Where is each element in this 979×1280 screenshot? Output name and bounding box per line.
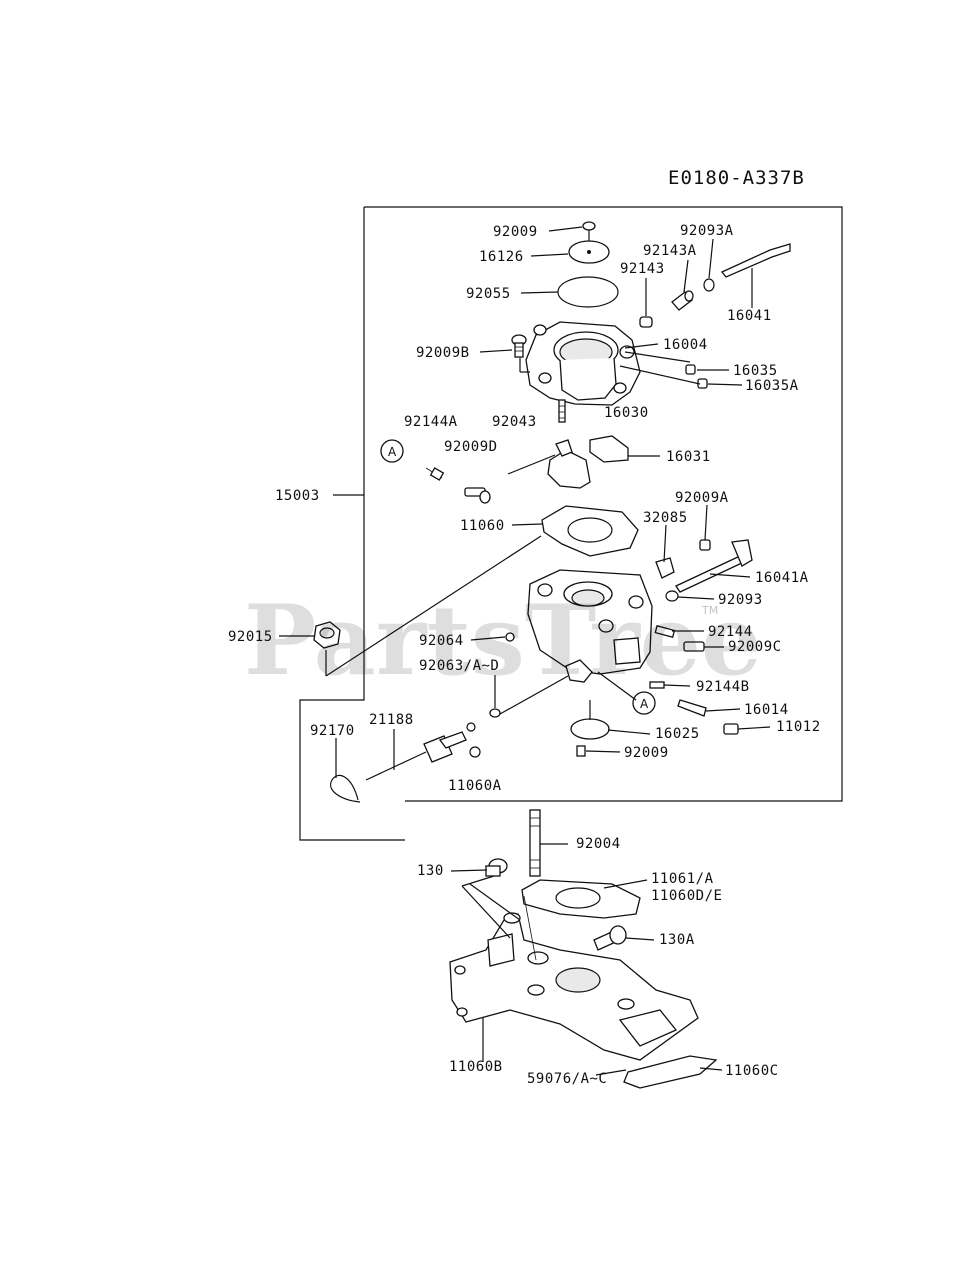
label-92093A[interactable]: 92093A [680,223,734,239]
washer-92093A[interactable] [703,278,715,292]
label-92015[interactable]: 92015 [228,629,273,645]
valve-16014[interactable] [677,699,707,717]
label-16004[interactable]: 16004 [663,337,708,353]
part-labels: 92009 16126 92055 92093A 92143A 92143 16… [228,223,821,1087]
label-16035A[interactable]: 16035A [745,378,799,394]
nut-92015[interactable] [313,621,341,649]
label-92009-top[interactable]: 92009 [493,224,538,240]
label-16126[interactable]: 16126 [479,249,524,265]
gasket-11061[interactable] [521,879,641,919]
watermark-text: PartsTree [244,584,762,697]
label-11060A[interactable]: 11060A [448,778,502,794]
gasket-11060[interactable] [541,505,639,557]
label-130A[interactable]: 130A [659,932,695,948]
label-92004[interactable]: 92004 [576,836,621,852]
label-92009A[interactable]: 92009A [675,490,729,506]
connector-11012[interactable] [723,723,739,735]
callout-a-bottom-letter: A [640,697,649,711]
label-16025[interactable]: 16025 [655,726,700,742]
callout-a-top: A [380,439,404,463]
bolt-92009B[interactable] [511,334,527,358]
label-11061[interactable]: 11061/A [651,871,714,887]
carburetor-body-15003[interactable] [527,569,653,683]
diagram-code: E0180-A337B [668,167,805,189]
watermark: PartsTree TM [244,584,762,697]
label-11012[interactable]: 11012 [776,719,821,735]
screw-92144[interactable] [654,624,676,638]
label-11060B[interactable]: 11060B [449,1059,503,1075]
label-92009D[interactable]: 92009D [444,439,498,455]
label-92009-bottom[interactable]: 92009 [624,745,669,761]
label-92143A[interactable]: 92143A [643,243,697,259]
label-15003[interactable]: 15003 [275,488,320,504]
screw-92009-bottom[interactable] [576,745,586,757]
label-16014[interactable]: 16014 [744,702,789,718]
label-11060C[interactable]: 11060C [725,1063,779,1079]
label-16041[interactable]: 16041 [727,308,772,324]
plate-16025[interactable] [570,718,610,740]
bolt-92009D[interactable] [464,487,491,504]
label-92144[interactable]: 92144 [708,624,753,640]
seal-92064[interactable] [505,632,515,642]
shaft-16041[interactable] [720,243,791,278]
label-92144B[interactable]: 92144B [696,679,750,695]
lever-16031[interactable] [547,435,629,489]
bolt-130A[interactable] [593,925,627,951]
label-11060DE[interactable]: 11060D/E [651,888,722,904]
screw-92144A[interactable] [425,467,445,481]
pin-92143A[interactable] [671,290,694,311]
leader-lines [279,226,771,1076]
screw-92009-top[interactable] [582,221,596,242]
label-16035[interactable]: 16035 [733,363,778,379]
callout-a-top-letter: A [388,445,397,459]
watermark-tm: TM [701,604,718,617]
label-59076[interactable]: 59076/A~C [527,1071,607,1087]
bolt-130[interactable] [485,858,508,877]
label-130[interactable]: 130 [417,863,444,879]
washer-92093[interactable] [665,590,679,602]
stud-92004[interactable] [529,809,541,877]
label-92043[interactable]: 92043 [492,414,537,430]
label-32085[interactable]: 32085 [643,510,688,526]
plate-16126[interactable] [568,240,610,264]
label-92055[interactable]: 92055 [466,286,511,302]
throttle-body-16004[interactable] [525,321,641,406]
clamp-92170[interactable] [330,774,361,803]
label-11060[interactable]: 11060 [460,518,505,534]
solenoid-21188[interactable] [365,722,481,781]
label-92143[interactable]: 92143 [620,261,665,277]
needle-92043[interactable] [507,454,556,475]
label-92009C[interactable]: 92009C [728,639,782,655]
collar-92143[interactable] [639,316,653,328]
o-ring-92055[interactable] [557,276,619,308]
assembly-frame [299,206,843,841]
label-16031[interactable]: 16031 [666,449,711,465]
gasket-11060C[interactable] [623,1055,718,1089]
spring-92043[interactable] [558,399,566,423]
label-16041A[interactable]: 16041A [755,570,809,586]
label-92064[interactable]: 92064 [419,633,464,649]
clip-32085[interactable] [655,557,675,579]
label-92093[interactable]: 92093 [718,592,763,608]
label-92009B[interactable]: 92009B [416,345,470,361]
manifold-11060B[interactable] [449,912,699,1061]
label-21188[interactable]: 21188 [369,712,414,728]
plug-16035[interactable] [685,364,696,375]
label-92063[interactable]: 92063/A~D [419,658,499,674]
label-92170[interactable]: 92170 [310,723,355,739]
plug-92063[interactable] [489,708,501,718]
label-92144A[interactable]: 92144A [404,414,458,430]
label-16030[interactable]: 16030 [604,405,649,421]
callout-a-bottom: A [632,691,656,715]
screw-92009A[interactable] [699,539,711,551]
